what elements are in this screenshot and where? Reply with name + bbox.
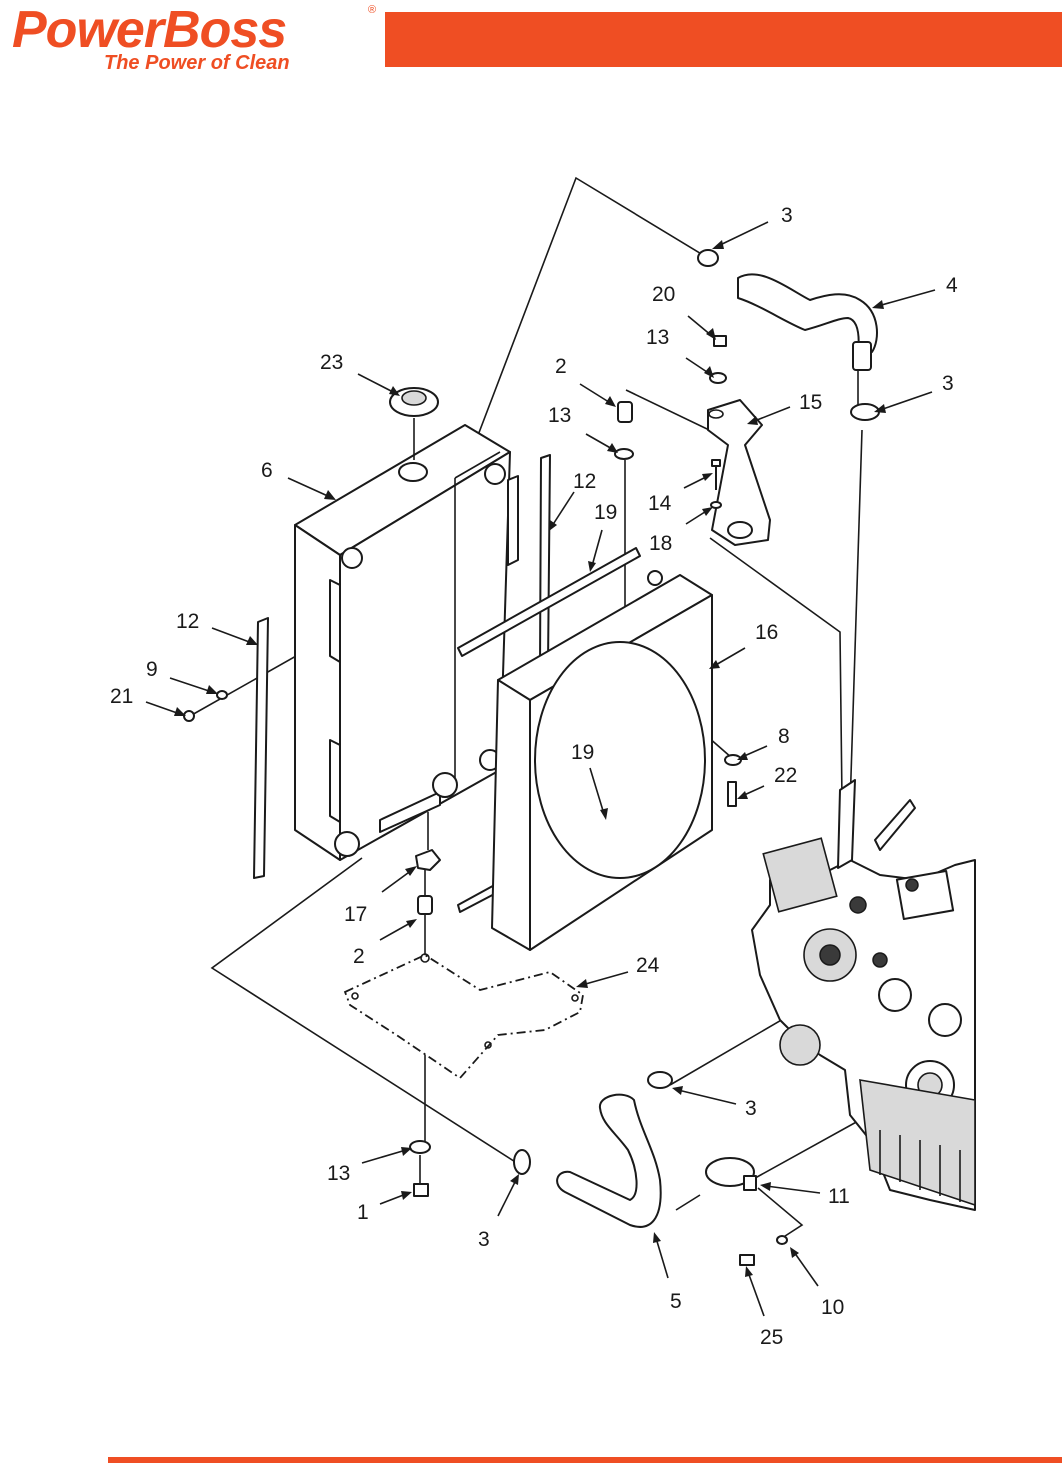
upper-hose	[737, 273, 878, 371]
logo-wordmark: PowerBoss	[12, 1, 287, 59]
strap-clamp	[705, 1157, 757, 1191]
radiator-cap	[389, 387, 439, 460]
registered-mark: ®	[368, 4, 377, 16]
fan-shroud	[491, 570, 713, 951]
bracket	[707, 399, 771, 546]
callout-9: 9	[146, 658, 158, 681]
callout-6: 6	[261, 459, 273, 482]
callout-16: 16	[755, 621, 778, 644]
callout-22: 22	[774, 764, 797, 787]
callout-21: 21	[110, 685, 133, 708]
lower-hose	[556, 1093, 662, 1228]
callout-3: 3	[942, 372, 954, 395]
fasteners	[183, 335, 788, 1266]
callout-4: 4	[946, 274, 958, 297]
callout-15: 15	[799, 391, 822, 414]
callout-18: 18	[649, 532, 672, 555]
callout-labels: 3 4 20 13 23 2 15 3 13 6 12 19 14 18 12 …	[110, 204, 958, 1349]
callout-14: 14	[648, 492, 672, 515]
callout-24: 24	[636, 954, 660, 977]
footer-bar	[108, 1457, 1062, 1463]
callout-20: 20	[652, 283, 675, 306]
callout-10: 10	[821, 1296, 844, 1319]
callout-2: 2	[353, 945, 365, 968]
header-bar	[385, 12, 1062, 67]
seal-strips	[253, 454, 551, 879]
callout-5: 5	[670, 1290, 682, 1313]
leader-lines	[145, 221, 936, 1317]
callout-8: 8	[778, 725, 790, 748]
callout-2: 2	[555, 355, 567, 378]
callout-13: 13	[327, 1162, 350, 1185]
callout-3: 3	[478, 1228, 490, 1251]
callout-13: 13	[548, 404, 571, 427]
engine	[751, 779, 976, 1211]
callout-19: 19	[594, 501, 617, 524]
callout-13: 13	[646, 326, 669, 349]
logo-tagline: The Power of Clean	[104, 52, 290, 74]
callout-19: 19	[571, 741, 594, 764]
callout-3: 3	[745, 1097, 757, 1120]
hose-clamps	[513, 249, 880, 1175]
callout-1: 1	[357, 1201, 369, 1224]
mounting-plate	[343, 953, 584, 1080]
callout-11: 11	[828, 1185, 850, 1208]
callout-17: 17	[344, 903, 367, 926]
callout-3: 3	[781, 204, 793, 227]
powerboss-logo: PowerBoss ® The Power of Clean	[12, 2, 382, 76]
callout-12: 12	[573, 470, 596, 493]
callout-25: 25	[760, 1326, 783, 1349]
radiator	[294, 424, 519, 861]
callout-12: 12	[176, 610, 199, 633]
callout-23: 23	[320, 351, 343, 374]
